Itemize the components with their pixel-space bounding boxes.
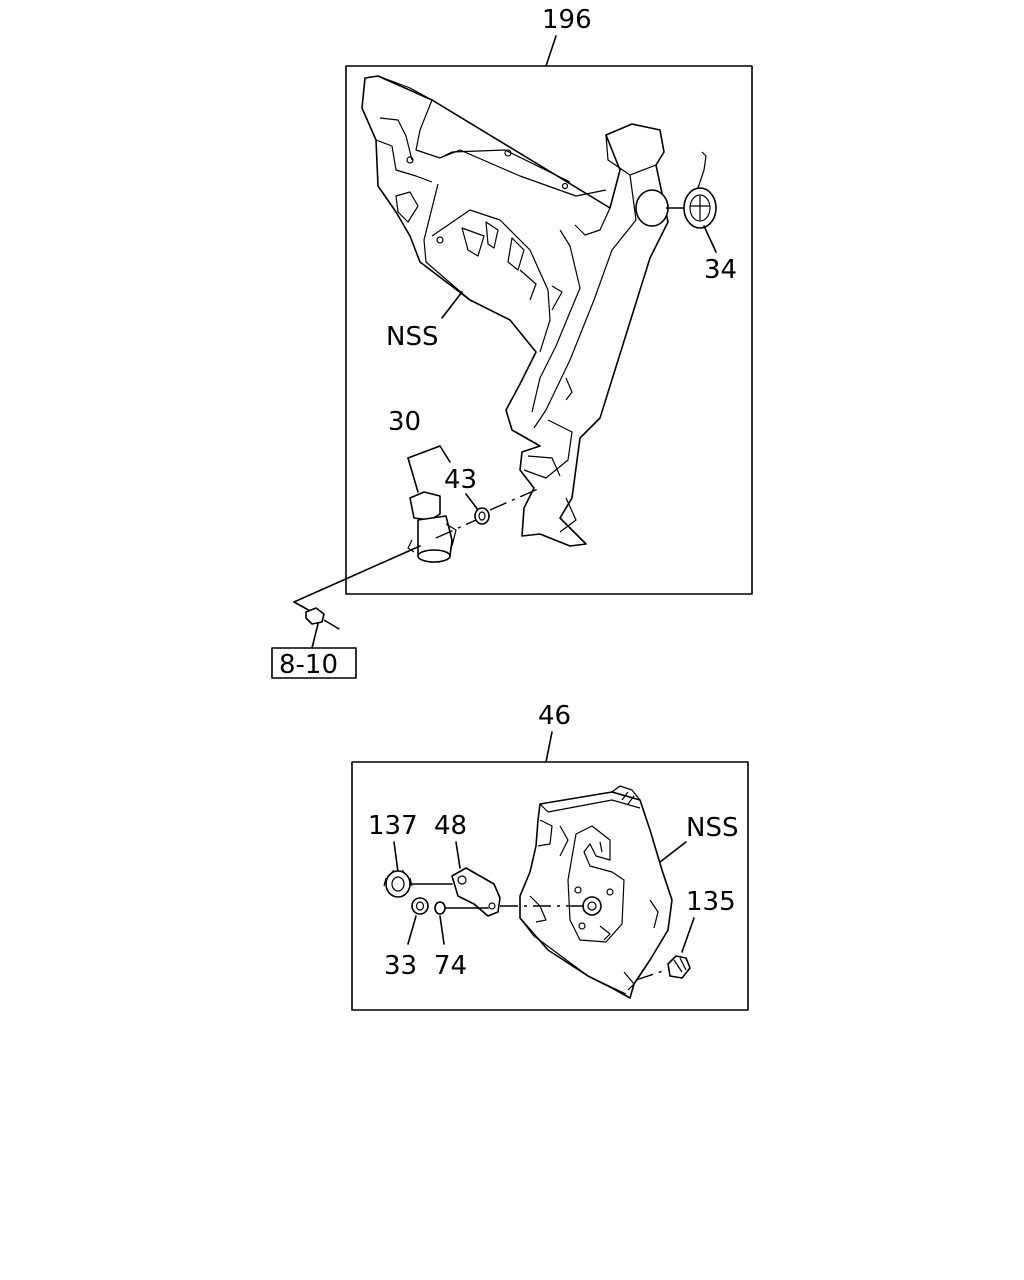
label-135: 135: [686, 887, 736, 917]
leader-nss-upper: [441, 291, 463, 319]
nut-icon: [383, 869, 413, 898]
leader-30-tail: [407, 457, 419, 493]
label-46: 46: [538, 701, 571, 731]
washer-icon: [434, 901, 446, 915]
leader-135: [681, 917, 695, 953]
label-30: 30: [388, 407, 421, 437]
label-43: 43: [444, 465, 477, 495]
label-33: 33: [384, 951, 417, 981]
lever-icon: [451, 867, 501, 917]
label-nss-lower: NSS: [686, 813, 738, 843]
upper-assembly: 196: [271, 5, 753, 680]
grommet-icon: [667, 955, 691, 979]
grommet-icon: [666, 151, 717, 229]
leader-34: [703, 225, 717, 253]
lower-assembly: 46 NSS 137: [351, 701, 749, 1011]
label-196: 196: [542, 5, 592, 35]
leader-30: [407, 445, 451, 463]
bracket-icon: [361, 75, 669, 547]
label-34: 34: [704, 255, 737, 285]
leader-nss-lower: [659, 841, 687, 863]
washer-icon: [474, 507, 490, 525]
hose-line: [293, 545, 421, 603]
upper-frame: [345, 65, 753, 595]
plate-icon: [519, 785, 673, 999]
leader-48: [455, 841, 461, 869]
leader-8-10: [311, 623, 319, 649]
axis-line-135: [635, 969, 667, 981]
leader-137: [393, 841, 399, 873]
ref-box-8-10: [271, 647, 357, 679]
leader-196: [545, 35, 557, 67]
pump-motor-icon: [407, 491, 457, 563]
label-8-10: 8-10: [279, 650, 338, 680]
lower-frame: [351, 761, 749, 1011]
leader-43: [465, 493, 479, 511]
clip-icon: [411, 897, 429, 915]
axis-line-30: [435, 519, 477, 539]
label-137: 137: [368, 811, 418, 841]
label-nss-upper: NSS: [386, 322, 438, 352]
leader-33: [407, 915, 417, 945]
label-48: 48: [434, 811, 467, 841]
leader-74: [439, 915, 445, 945]
leader-46: [545, 731, 553, 763]
label-74: 74: [434, 951, 467, 981]
axis-line-43: [489, 487, 541, 511]
connector-icon: [305, 607, 345, 633]
